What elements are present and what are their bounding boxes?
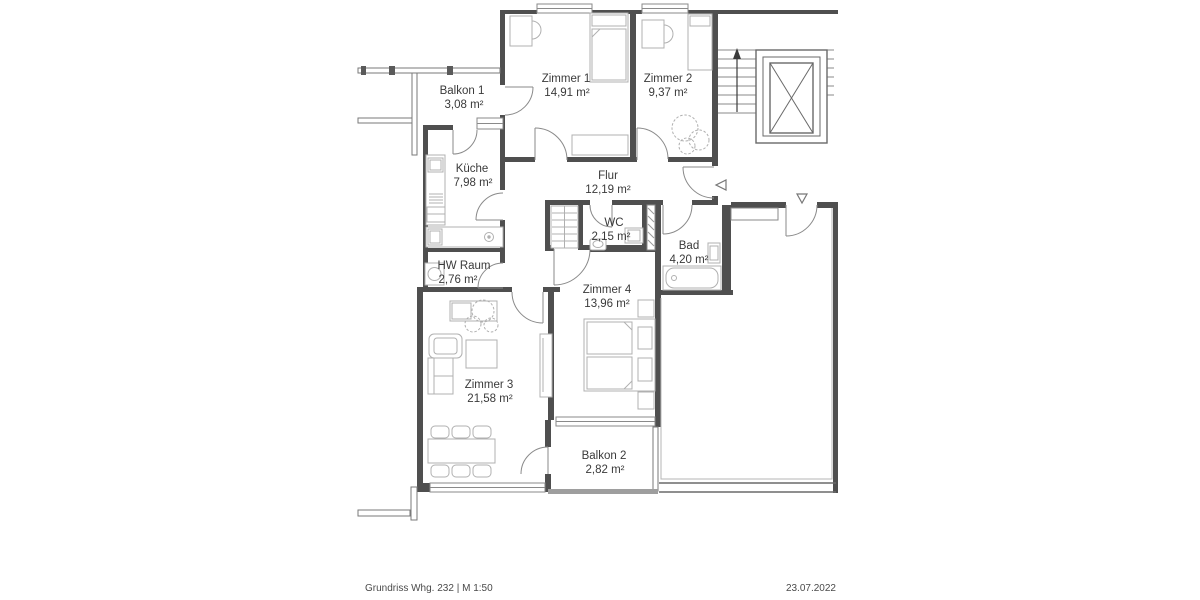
- window-zimmer1: [536, 3, 593, 14]
- room-area-zimmer-3: 21,58 m²: [467, 393, 513, 405]
- room-label-flur: Flur: [598, 170, 618, 182]
- doors: [452, 86, 818, 475]
- room-area-zimmer-2: 9,37 m²: [649, 87, 688, 99]
- neighbor-door-niche: [730, 207, 779, 221]
- door-zimmer2: [636, 127, 669, 160]
- entrance-marker-icon: [714, 179, 727, 191]
- neighbor-walls: [659, 482, 836, 493]
- elevator-shaft: [755, 49, 828, 144]
- room-label-wc: WC: [604, 217, 623, 229]
- room-area-hw-raum: 2,76 m²: [439, 274, 478, 286]
- hall-wardrobe: [550, 205, 579, 249]
- room-labels: Zimmer 1 14,91 m² Zimmer 2 9,37 m² Balko…: [437, 73, 708, 476]
- room-area-zimmer-1: 14,91 m²: [544, 87, 590, 99]
- plant-icon-2: [464, 299, 499, 333]
- footer-date-label: 23.07.2022: [786, 583, 836, 594]
- washing-machine-icon: [424, 262, 445, 286]
- plant-icon: [671, 114, 710, 155]
- door-kueche: [475, 192, 504, 221]
- furniture-zimmer4: [583, 299, 656, 410]
- room-area-flur: 12,19 m²: [585, 184, 631, 196]
- balkon2-floor-edge: [548, 489, 658, 494]
- door-bad: [662, 204, 693, 235]
- window-kueche: [476, 117, 504, 130]
- door-hw-raum: [477, 262, 504, 289]
- footer-title-label: Grundriss Whg. 232 | M 1:50: [365, 583, 493, 594]
- door-zimmer1: [534, 127, 568, 161]
- door-zimmer3: [511, 291, 544, 324]
- room-label-zimmer-1: Zimmer 1: [542, 73, 591, 85]
- room-label-kueche: Küche: [456, 163, 489, 175]
- furniture-bad: [662, 242, 722, 291]
- room-area-kueche: 7,98 m²: [454, 177, 493, 189]
- window-zimmer4-balcony: [555, 416, 656, 427]
- stair-direction-arrow-icon: [733, 48, 741, 112]
- furniture-zimmer2: [641, 13, 713, 155]
- door-balkon1-zimmer1: [504, 86, 534, 116]
- neighbor-entrance-marker-icon: [795, 193, 809, 205]
- door-balkon1-kueche: [452, 129, 478, 155]
- room-label-zimmer-4: Zimmer 4: [583, 284, 632, 296]
- furniture-zimmer3: [427, 299, 553, 478]
- installation-shaft: [646, 204, 656, 251]
- room-area-balkon-2: 2,82 m²: [586, 464, 625, 476]
- furniture: [424, 12, 722, 478]
- footer: Grundriss Whg. 232 | M 1:50 23.07.2022: [365, 583, 836, 594]
- room-area-wc: 2,15 m²: [592, 231, 631, 243]
- door-zimmer4: [553, 248, 591, 286]
- room-label-hw-raum: HW Raum: [437, 260, 490, 272]
- furniture-zimmer1: [509, 12, 629, 156]
- room-label-bad: Bad: [679, 240, 699, 252]
- room-label-balkon-1: Balkon 1: [440, 85, 485, 97]
- room-label-balkon-2: Balkon 2: [582, 450, 627, 462]
- window-zimmer2: [641, 3, 689, 14]
- door-neighbor: [785, 204, 818, 237]
- window-zimmer3: [429, 482, 546, 493]
- furniture-wc: [589, 227, 644, 251]
- stairs: [718, 49, 834, 114]
- windows: [429, 3, 689, 493]
- door-wc: [589, 204, 613, 228]
- neighbor-interior-outline: [660, 208, 833, 480]
- room-area-zimmer-4: 13,96 m²: [584, 298, 630, 310]
- room-label-zimmer-3: Zimmer 3: [465, 379, 514, 391]
- parapet-pillars: [361, 66, 453, 75]
- door-balkon2: [520, 446, 549, 475]
- entrance-markers: [714, 179, 809, 205]
- room-area-balkon-1: 3,08 m²: [445, 99, 484, 111]
- furniture-kueche: [425, 154, 504, 248]
- door-entrance: [682, 166, 715, 199]
- room-area-bad: 4,20 m²: [670, 254, 709, 266]
- room-label-zimmer-2: Zimmer 2: [644, 73, 693, 85]
